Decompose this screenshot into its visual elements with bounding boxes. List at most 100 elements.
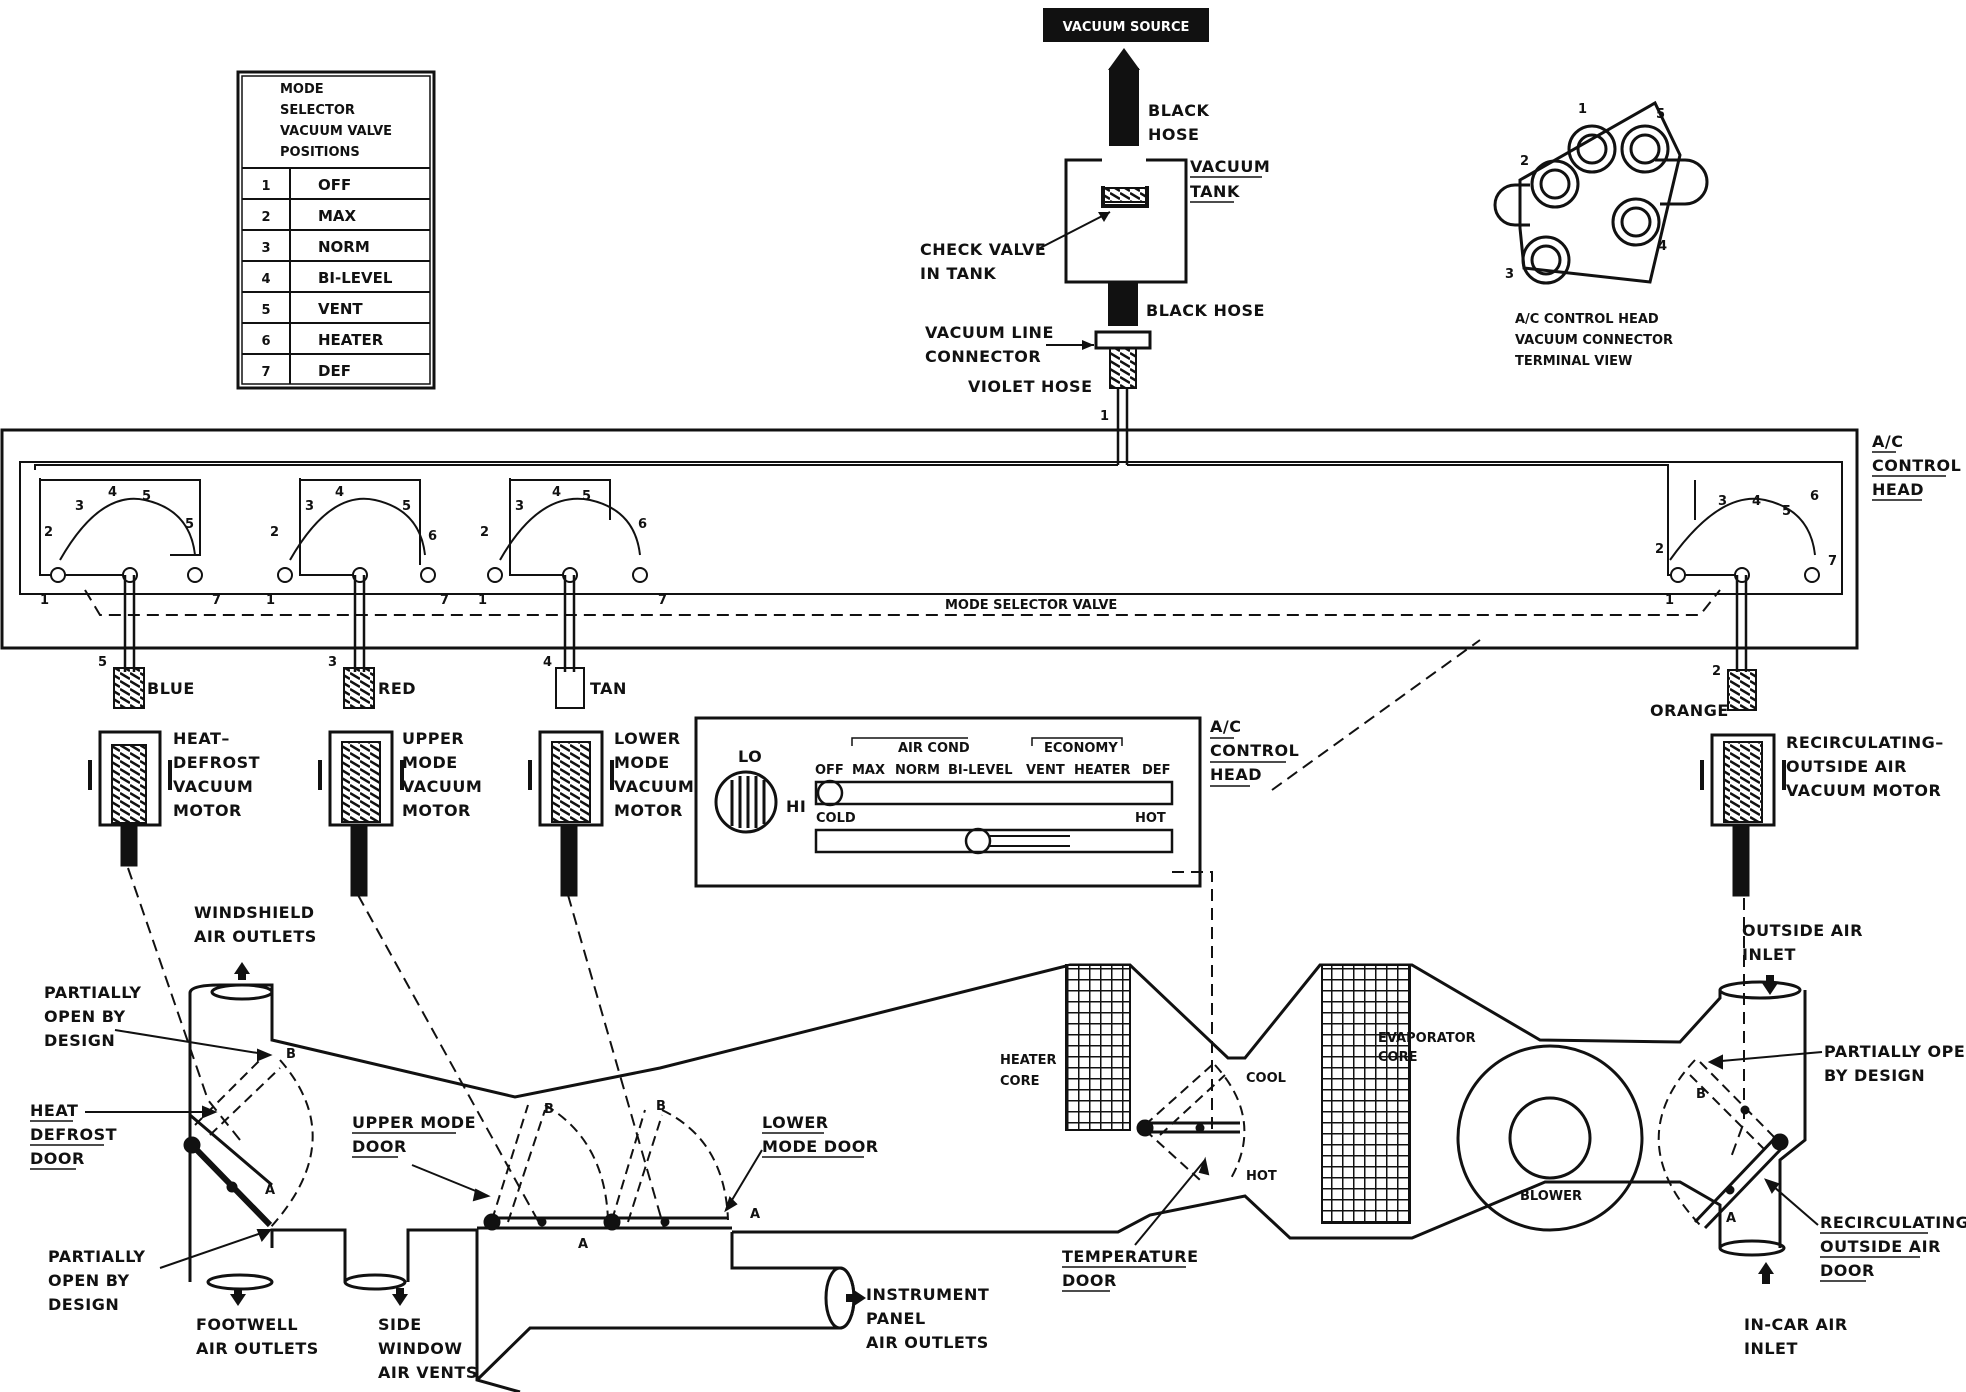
instrument-panel-1: INSTRUMENT (866, 1285, 989, 1304)
door-upper-mode (483, 1104, 610, 1231)
footwell-label-2: AIR OUTLETS (196, 1339, 319, 1358)
valve-num-3: 3 (1718, 494, 1727, 509)
mode-selector-table: MODE SELECTOR VACUUM VALVE POSITIONS 1 O… (236, 70, 436, 390)
partially-open-bottom-1: PARTIALLY (48, 1247, 145, 1266)
blower-housing (1456, 1044, 1644, 1232)
panel-pos-norm: NORM (895, 763, 940, 778)
hot-label: HOT (1246, 1169, 1277, 1184)
door-label-b: B (286, 1047, 296, 1062)
lower-mode-door-1: LOWER (762, 1113, 829, 1132)
mode-row-num: 2 (261, 210, 270, 225)
valve-num-1: 1 (40, 593, 49, 608)
partially-open-bottom-3: DESIGN (48, 1295, 119, 1314)
recirc-door-3: DOOR (1820, 1261, 1875, 1280)
hose-blue-label: BLUE (147, 679, 195, 698)
mode-row-num: 1 (261, 179, 270, 194)
side-window-label-3: AIR VENTS (378, 1363, 478, 1382)
valve-num-6: 6 (428, 529, 437, 544)
connector-pin-1: 1 (1578, 102, 1587, 117)
door-heat-defrost (183, 1054, 314, 1229)
panel-pos-def: DEF (1142, 763, 1171, 778)
duct-system (188, 963, 1807, 1392)
control-head-label-3: HEAD (1872, 480, 1924, 499)
temp-slider-knob (964, 827, 992, 855)
side-window-label-1: SIDE (378, 1315, 422, 1334)
violet-hose-label: VIOLET HOSE (968, 377, 1093, 396)
valve-num-5: 5 (582, 489, 591, 504)
connector-terminal-view (1493, 100, 1709, 285)
hose-blue-port: 5 (98, 655, 107, 670)
door-label-a: A (265, 1183, 275, 1198)
motor-upper-mode-label-3: VACUUM (402, 777, 482, 796)
vacuum-tank (1064, 158, 1188, 284)
door-label-b: B (656, 1099, 666, 1114)
valve-num-1: 1 (478, 593, 487, 608)
temperature-door-1: TEMPERATURE (1062, 1247, 1199, 1266)
panel-hot-label: HOT (1135, 811, 1166, 826)
mode-table-header-2: SELECTOR (280, 103, 355, 118)
recirc-door-2: OUTSIDE AIR (1820, 1237, 1941, 1256)
evaporator-core-1: EVAPORATOR (1378, 1031, 1476, 1046)
valve-num-7: 7 (1828, 554, 1837, 569)
vacuum-tank-label-2: TANK (1190, 182, 1240, 201)
mode-row-num: 4 (261, 272, 270, 287)
upper-mode-door-1: UPPER MODE (352, 1113, 476, 1132)
mode-table-header-4: POSITIONS (280, 145, 360, 160)
vacuum-source-label: VACUUM SOURCE (1063, 20, 1190, 35)
valve-num-5: 5 (142, 489, 151, 504)
temp-slider-track (814, 828, 1174, 854)
blower-wheel (1508, 1096, 1592, 1180)
panel-label-2: CONTROL (1210, 741, 1299, 760)
valve-num-5: 5 (185, 517, 194, 532)
instrument-panel-3: AIR OUTLETS (866, 1333, 989, 1352)
valve-num-5: 5 (1782, 504, 1791, 519)
partially-open-right-1: PARTIALLY OPEN (1824, 1042, 1966, 1061)
vacuum-tank-label-1: VACUUM (1190, 157, 1270, 176)
heater-core-label-1: HEATER (1000, 1053, 1057, 1068)
hose-red-label: RED (378, 679, 416, 698)
valve-num-6: 6 (638, 517, 647, 532)
motor-upper-mode-label-2: MODE (402, 753, 458, 772)
panel-label-3: HEAD (1210, 765, 1262, 784)
valve-num-4: 4 (552, 485, 561, 500)
check-valve-label-2: IN TANK (920, 264, 996, 283)
vacuum-line-connector (1094, 330, 1152, 350)
in-car-inlet-1: IN-CAR AIR (1744, 1315, 1848, 1334)
mode-row-name: OFF (318, 176, 351, 194)
dashed-linkages (127, 639, 1745, 1229)
evaporator-core-2: CORE (1378, 1050, 1417, 1065)
partially-open-top-1: PARTIALLY (44, 983, 141, 1002)
valve-num-6: 6 (1810, 489, 1819, 504)
evaporator-core (1321, 964, 1411, 1224)
mode-row-name: VENT (318, 300, 363, 318)
mode-table-rows: 1 OFF 2 MAX 3 NORM 4 BI-LEVEL 5 VENT 6 H… (242, 167, 430, 384)
outside-air-inlet-1: OUTSIDE AIR (1742, 921, 1863, 940)
control-head-label-2: CONTROL (1872, 456, 1961, 475)
mode-row-name: HEATER (318, 331, 384, 349)
mode-selector-valve-label: MODE SELECTOR VALVE (945, 598, 1117, 613)
black-hose-top-label-2: HOSE (1148, 125, 1199, 144)
valve-num-1: 1 (1665, 593, 1674, 608)
fan-lo-label: LO (738, 747, 762, 766)
connector-caption-1: A/C CONTROL HEAD (1515, 312, 1659, 327)
valve-num-4: 4 (335, 485, 344, 500)
panel-pos-off: OFF (815, 763, 844, 778)
valve-num-7: 7 (212, 593, 221, 608)
panel-cold-label: COLD (816, 811, 856, 826)
motor-lower-mode-label-1: LOWER (614, 729, 681, 748)
valve-num-3: 3 (305, 499, 314, 514)
air-cond-label: AIR COND (898, 741, 970, 756)
recirc-door-1: RECIRCULATING/ (1820, 1213, 1966, 1232)
motor-lower-mode (528, 730, 614, 897)
connector-caption-3: TERMINAL VIEW (1515, 354, 1632, 369)
door-label-b: B (544, 1102, 554, 1117)
mode-row-name: BI-LEVEL (318, 269, 393, 287)
motor-heat-defrost-label-4: MOTOR (173, 801, 242, 820)
connector-pin-2: 2 (1520, 154, 1529, 169)
connector-caption-2: VACUUM CONNECTOR (1515, 333, 1673, 348)
heat-defrost-door-1: HEAT (30, 1101, 78, 1120)
valve-num-2: 2 (480, 525, 489, 540)
valve-num-4: 4 (1752, 494, 1761, 509)
motor-heat-defrost-label-3: VACUUM (173, 777, 253, 796)
blower-label: BLOWER (1520, 1189, 1582, 1204)
